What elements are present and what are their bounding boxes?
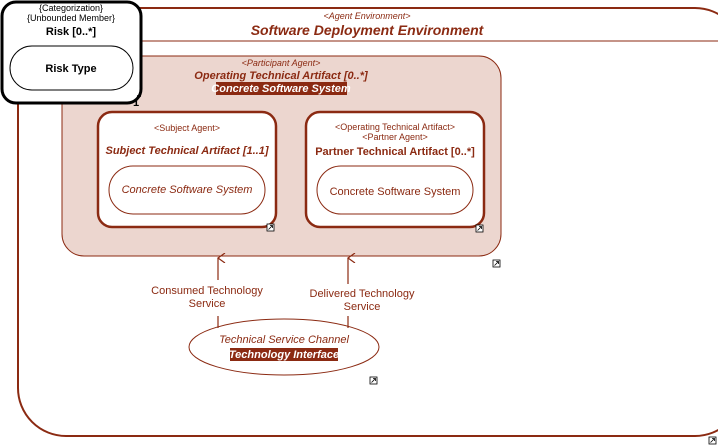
delivered-label-2: Service xyxy=(344,301,381,313)
partner-stereotype-2: <Partner Agent> xyxy=(362,132,428,142)
expand-icon[interactable] xyxy=(369,376,378,385)
subject-inner-box[interactable] xyxy=(108,165,266,215)
participant-subtitle-highlight xyxy=(216,82,347,95)
risk-categorization: {Categorization} xyxy=(39,3,103,13)
partner-agent[interactable]: <Operating Technical Artifact> <Partner … xyxy=(304,110,486,229)
participant-title: Operating Technical Artifact [0..*] xyxy=(194,70,368,82)
subject-inner-label: Concrete Software System xyxy=(122,184,253,196)
subject-title: Subject Technical Artifact [1..1] xyxy=(105,145,268,157)
subject-stereotype: <Subject Agent> xyxy=(154,123,220,133)
participant-subtitle: Concrete Software System xyxy=(211,83,351,95)
expand-icon[interactable] xyxy=(708,436,717,445)
subject-agent[interactable]: <Subject Agent> Subject Technical Artifa… xyxy=(96,110,278,229)
consumed-label-1: Consumed Technology xyxy=(151,285,263,297)
risk-type-box[interactable] xyxy=(9,45,134,91)
participant-stereotype: <Participant Agent> xyxy=(242,58,321,68)
channel-subtitle: Technology Interface xyxy=(229,349,339,361)
environment-stereotype: <Agent Environment> xyxy=(323,11,410,21)
delivered-service-link[interactable]: Delivered Technology Service xyxy=(310,258,415,328)
risk-unbounded-member: {Unbounded Member} xyxy=(27,13,115,23)
risk-title: Risk [0..*] xyxy=(46,26,96,38)
environment-title: Software Deployment Environment xyxy=(251,22,485,38)
consumed-service-link[interactable]: Consumed Technology Service xyxy=(151,258,263,328)
consumed-label-2: Service xyxy=(189,298,226,310)
risk-multiplicity: 1 xyxy=(133,97,139,109)
expand-icon[interactable] xyxy=(492,259,501,268)
delivered-label-1: Delivered Technology xyxy=(310,288,415,300)
expand-icon[interactable] xyxy=(475,224,484,233)
risk-box[interactable]: {Categorization} {Unbounded Member} Risk… xyxy=(0,0,143,105)
technical-service-channel[interactable]: Technical Service Channel Technology Int… xyxy=(188,318,380,376)
risk-type-label: Risk Type xyxy=(45,63,96,75)
partner-title: Partner Technical Artifact [0..*] xyxy=(315,146,475,158)
channel-subtitle-highlight xyxy=(230,348,338,361)
partner-inner-label: Concrete Software System xyxy=(330,186,461,198)
channel-title: Technical Service Channel xyxy=(219,334,349,346)
expand-icon[interactable] xyxy=(266,223,275,232)
partner-stereotype-1: <Operating Technical Artifact> xyxy=(335,122,455,132)
partner-inner-box[interactable] xyxy=(316,165,474,215)
